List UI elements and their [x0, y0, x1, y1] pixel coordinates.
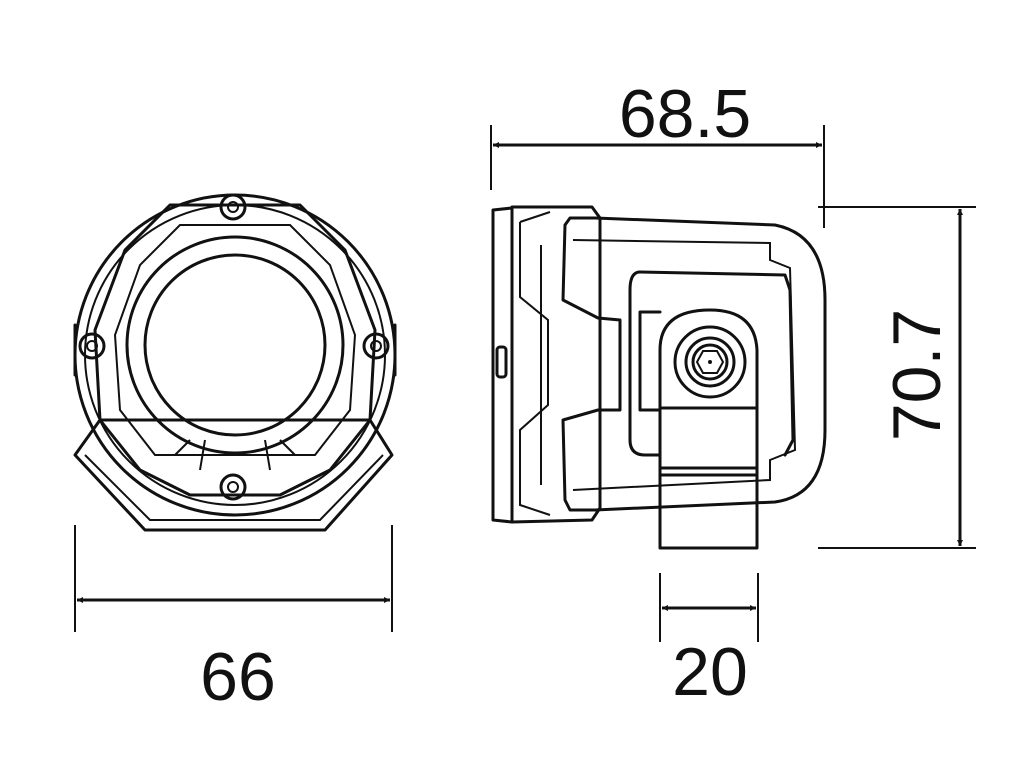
housing-outer [73, 193, 397, 517]
pivot-bolt [673, 325, 747, 399]
label-20: 20 [672, 634, 748, 710]
front-view [73, 193, 397, 532]
label-68-5: 68.5 [619, 76, 751, 152]
dimension-height-70-7: 70.7 [818, 206, 976, 549]
dimension-bracket-20: 20 [659, 573, 759, 710]
side-body [561, 216, 827, 512]
mount-arm [658, 308, 759, 550]
label-70-7: 70.7 [879, 309, 955, 441]
screw-icons [78, 193, 390, 501]
hex-bolt-icon [695, 350, 725, 374]
side-view [491, 205, 827, 550]
dimension-depth-68-5: 68.5 [490, 76, 825, 228]
lens-ring [125, 235, 345, 455]
dimension-width-66: 66 [74, 525, 393, 715]
housing-bezel [93, 203, 377, 497]
lens [143, 253, 327, 437]
label-66: 66 [200, 639, 276, 715]
